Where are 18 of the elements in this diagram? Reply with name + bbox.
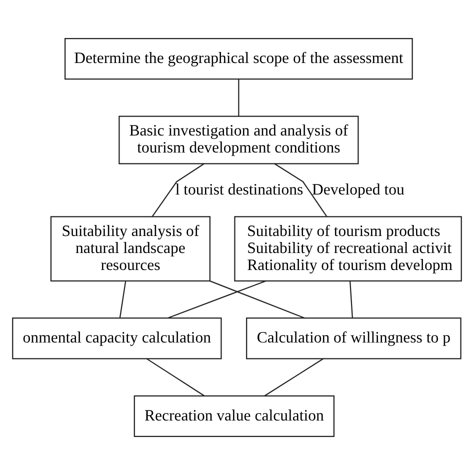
connector (238, 78, 240, 116)
connector (210, 280, 305, 318)
node-box: onmental capacity calculation (12, 317, 222, 359)
connector (119, 280, 126, 318)
edge-label: l tourist destinations (175, 180, 304, 198)
connector (264, 358, 324, 396)
node-box: Basic investigation and analysis of tourism development conditions (118, 115, 359, 164)
node-box: Determine the geographical scope of the assessment (64, 37, 413, 80)
connector (146, 358, 205, 396)
connector (168, 280, 266, 318)
edge-label: Developed tou (312, 180, 404, 198)
connector (152, 162, 204, 216)
node-box: Calculation of willingness to p (246, 317, 462, 359)
connector (274, 162, 328, 216)
node-box: Suitability of tourism products Suitability of recreational activit Rationality of tourism developm (234, 216, 462, 281)
node-box: Suitability analysis of natural landscape resources (50, 216, 210, 281)
node-box: Recreation value calculation (134, 394, 335, 437)
connector (350, 280, 354, 318)
